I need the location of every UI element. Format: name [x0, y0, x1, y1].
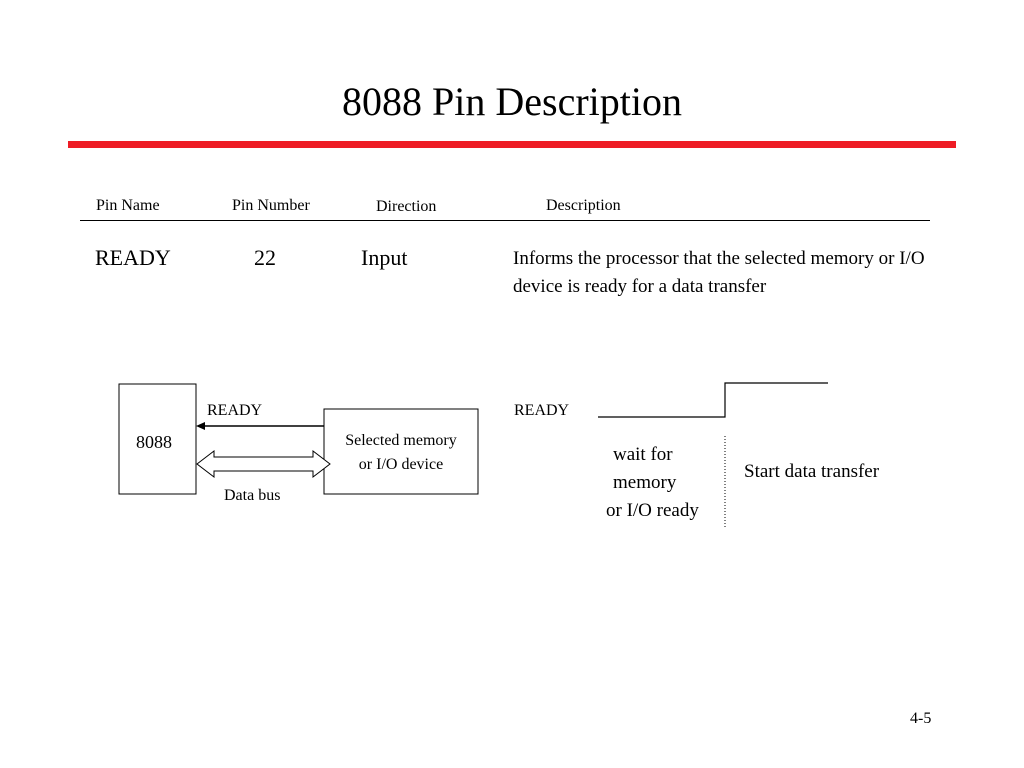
header-direction: Direction: [376, 198, 437, 215]
cpu-box: [118, 383, 197, 495]
timing-signal-label: READY: [514, 402, 570, 419]
cell-description: Informs the processor that the selected …: [513, 248, 925, 297]
slide-title: 8088 Pin Description: [342, 79, 682, 124]
page-number: 4-5: [910, 710, 932, 727]
device-box: [323, 408, 479, 495]
ready-signal-label: READY: [207, 402, 263, 419]
header-pin-number: Pin Number: [232, 197, 310, 214]
wait-label-line3: or I/O ready: [606, 500, 699, 521]
device-label-line2: or I/O device: [358, 456, 444, 473]
start-transfer-label: Start data transfer: [744, 461, 880, 482]
data-bus-label: Data bus: [224, 487, 281, 504]
wait-label-line1: wait for: [613, 444, 673, 465]
device-label-line1: Selected memory: [345, 432, 457, 449]
cell-pin-name: READY: [95, 245, 171, 270]
ready-arrowhead: [196, 422, 205, 430]
cell-pin-number: 22: [254, 245, 276, 270]
title-underline: [68, 141, 956, 148]
data-bus-arrow: [196, 449, 331, 479]
cell-direction: Input: [361, 245, 408, 270]
table-header-rule: [80, 220, 930, 221]
wait-label-line2: memory: [613, 472, 677, 493]
header-pin-name: Pin Name: [96, 197, 160, 214]
cpu-label: 8088: [136, 432, 172, 452]
header-description: Description: [546, 197, 621, 214]
ready-waveform: [598, 382, 828, 418]
